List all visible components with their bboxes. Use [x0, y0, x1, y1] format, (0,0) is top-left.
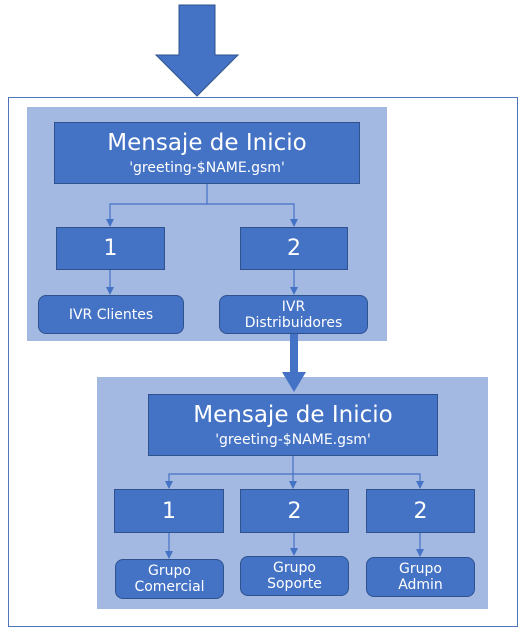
- ivr-flow-frame: [8, 97, 518, 627]
- bottom-option-1-box[interactable]: 1: [114, 489, 224, 533]
- grupo-comercial-box[interactable]: Grupo Comercial: [115, 559, 224, 599]
- ivr-clientes-label: IVR Clientes: [68, 306, 154, 323]
- bottom-option-3-number: 2: [413, 498, 428, 524]
- top-option-2-number: 2: [287, 236, 301, 261]
- bottom-option-3-box[interactable]: 2: [366, 489, 475, 533]
- top-greeting-title: Mensaje de Inicio: [107, 130, 307, 156]
- entry-arrow: [154, 4, 240, 97]
- bottom-option-2-box[interactable]: 2: [240, 489, 349, 533]
- top-option-2-box[interactable]: 2: [240, 227, 348, 270]
- top-greeting-box[interactable]: Mensaje de Inicio 'greeting-$NAME.gsm': [54, 122, 360, 184]
- grupo-comercial-line2: Comercial: [134, 579, 205, 595]
- grupo-admin-line2: Admin: [398, 577, 443, 593]
- ivr-clientes-box[interactable]: IVR Clientes: [38, 295, 184, 334]
- top-option-1-box[interactable]: 1: [56, 227, 165, 270]
- grupo-comercial-line1: Grupo: [148, 563, 191, 579]
- grupo-soporte-line2: Soporte: [267, 576, 322, 592]
- grupo-soporte-line1: Grupo: [273, 560, 316, 576]
- bottom-greeting-title: Mensaje de Inicio: [193, 402, 393, 428]
- ivr-distribuidores-label-line1: IVR: [281, 298, 306, 315]
- bottom-option-2-number: 2: [287, 498, 302, 524]
- grupo-admin-line1: Grupo: [399, 561, 442, 577]
- ivr-distribuidores-label-line2: Distribuidores: [244, 314, 343, 331]
- grupo-admin-box[interactable]: Grupo Admin: [366, 557, 475, 597]
- ivr-distribuidores-box[interactable]: IVR Distribuidores: [219, 295, 368, 334]
- bottom-greeting-box[interactable]: Mensaje de Inicio 'greeting-$NAME.gsm': [148, 394, 438, 456]
- top-greeting-file: 'greeting-$NAME.gsm': [129, 160, 285, 176]
- bottom-greeting-file: 'greeting-$NAME.gsm': [215, 432, 371, 448]
- grupo-soporte-box[interactable]: Grupo Soporte: [240, 556, 349, 596]
- top-option-1-number: 1: [103, 236, 118, 261]
- bottom-option-1-number: 1: [162, 498, 176, 524]
